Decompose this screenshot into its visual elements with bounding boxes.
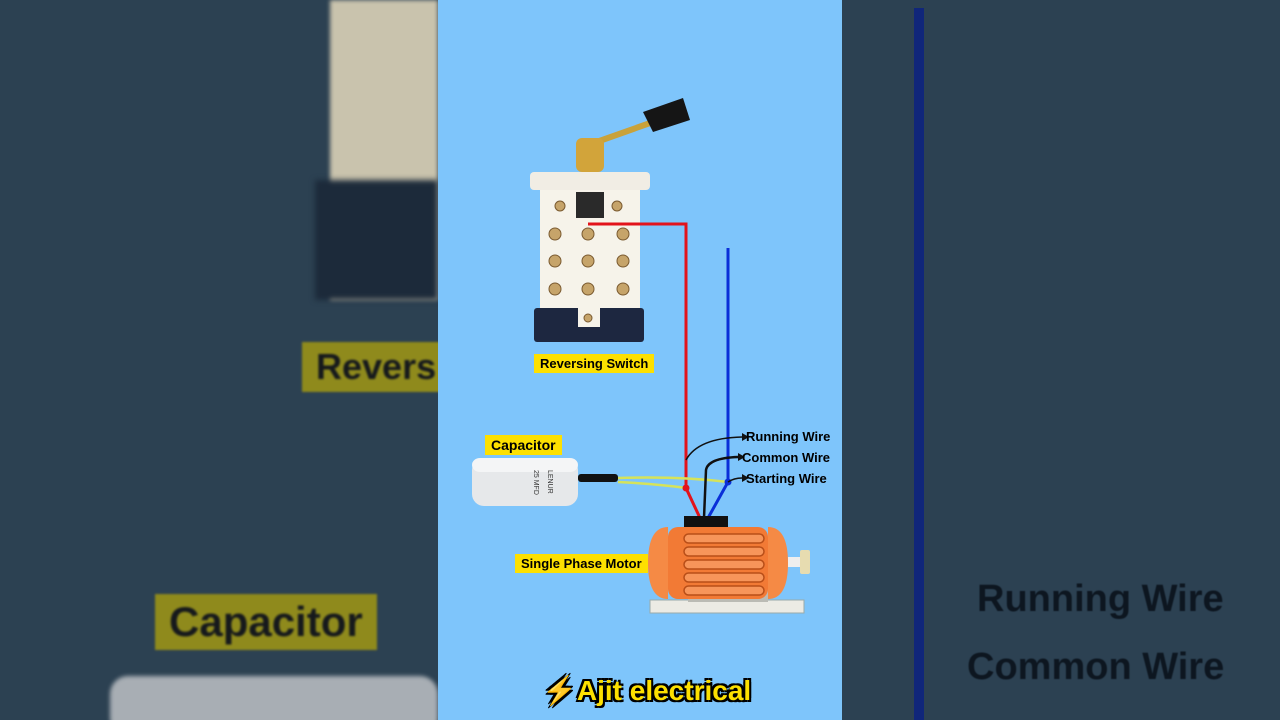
- capacitor-image: LENUR 25 MFD: [472, 458, 578, 506]
- blurred-label-capacitor: Capacitor: [155, 594, 377, 650]
- label-starting-wire: Starting Wire: [746, 471, 827, 486]
- blurred-capacitor-image: [110, 676, 438, 720]
- capacitor-brand: LENUR: [546, 470, 553, 494]
- capacitor-wire-1: [578, 476, 729, 484]
- label-single-phase-motor: Single Phase Motor: [515, 554, 648, 573]
- blurred-common-wire: Common Wire: [967, 646, 1225, 688]
- blurred-label-switch: Revers: [302, 342, 438, 392]
- label-running-wire: Running Wire: [746, 429, 831, 444]
- blurred-running-wire: Running Wire: [977, 578, 1224, 620]
- single-phase-motor-image: [648, 516, 810, 614]
- red-wire: [588, 222, 702, 519]
- reversing-switch-image: [530, 98, 690, 342]
- label-reversing-switch: Reversing Switch: [534, 354, 655, 373]
- watermark-text: Ajit electrical: [576, 675, 752, 706]
- label-capacitor: Capacitor: [485, 435, 562, 455]
- label-common-wire: Common Wire: [742, 450, 830, 465]
- channel-watermark: ⚡Ajit electrical: [542, 674, 751, 707]
- pointer-arrows: [685, 436, 743, 483]
- blurred-switch-base: [315, 180, 438, 300]
- capacitor-rating: 25 MFD: [532, 470, 539, 495]
- blue-wire: [706, 248, 730, 519]
- wiring-diagram: LENUR 25 MFD Reversing Switch Capacitor …: [438, 0, 842, 720]
- red-junction: [682, 484, 690, 492]
- capacitor-wire-2: [617, 480, 687, 490]
- blurred-background-left: Revers Capacitor: [0, 0, 438, 720]
- switch-shaft: [576, 138, 604, 172]
- switch-knob: [643, 98, 690, 132]
- lightning-bolt-icon: ⚡: [542, 675, 577, 706]
- capacitor-lead: [578, 474, 618, 482]
- diagram-graphics: LENUR 25 MFD: [472, 98, 810, 614]
- blurred-background-right: Running Wire Common Wire: [842, 0, 1280, 720]
- blurred-blue-wire: [914, 8, 924, 720]
